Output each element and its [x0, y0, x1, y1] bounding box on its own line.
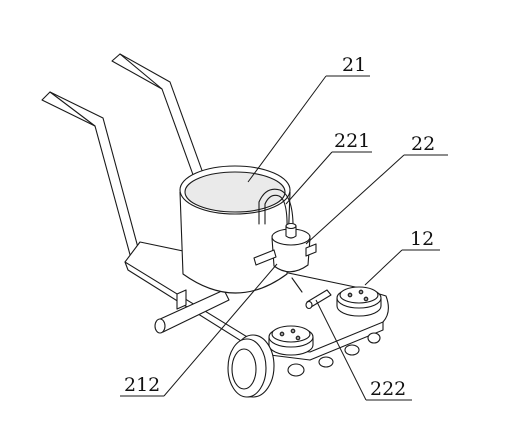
suction-hose: [258, 188, 294, 233]
label-12: 12: [410, 228, 434, 250]
discharge-pipe: [291, 277, 332, 310]
axle: [154, 289, 230, 334]
pump-unit: [253, 222, 317, 273]
label-22: 22: [411, 133, 435, 155]
label-21: 21: [342, 54, 366, 76]
front-wheel: [227, 334, 275, 398]
wheel-disc-left: [268, 325, 314, 356]
vacuum-cylinder: [179, 165, 291, 294]
wheel-disc-right: [336, 286, 382, 317]
cart-handles: [41, 53, 205, 263]
label-212: 212: [124, 374, 160, 396]
leader-lines: [120, 75, 448, 401]
label-222: 222: [370, 378, 406, 400]
castor-wheels: [287, 332, 381, 377]
label-221: 221: [334, 130, 370, 152]
